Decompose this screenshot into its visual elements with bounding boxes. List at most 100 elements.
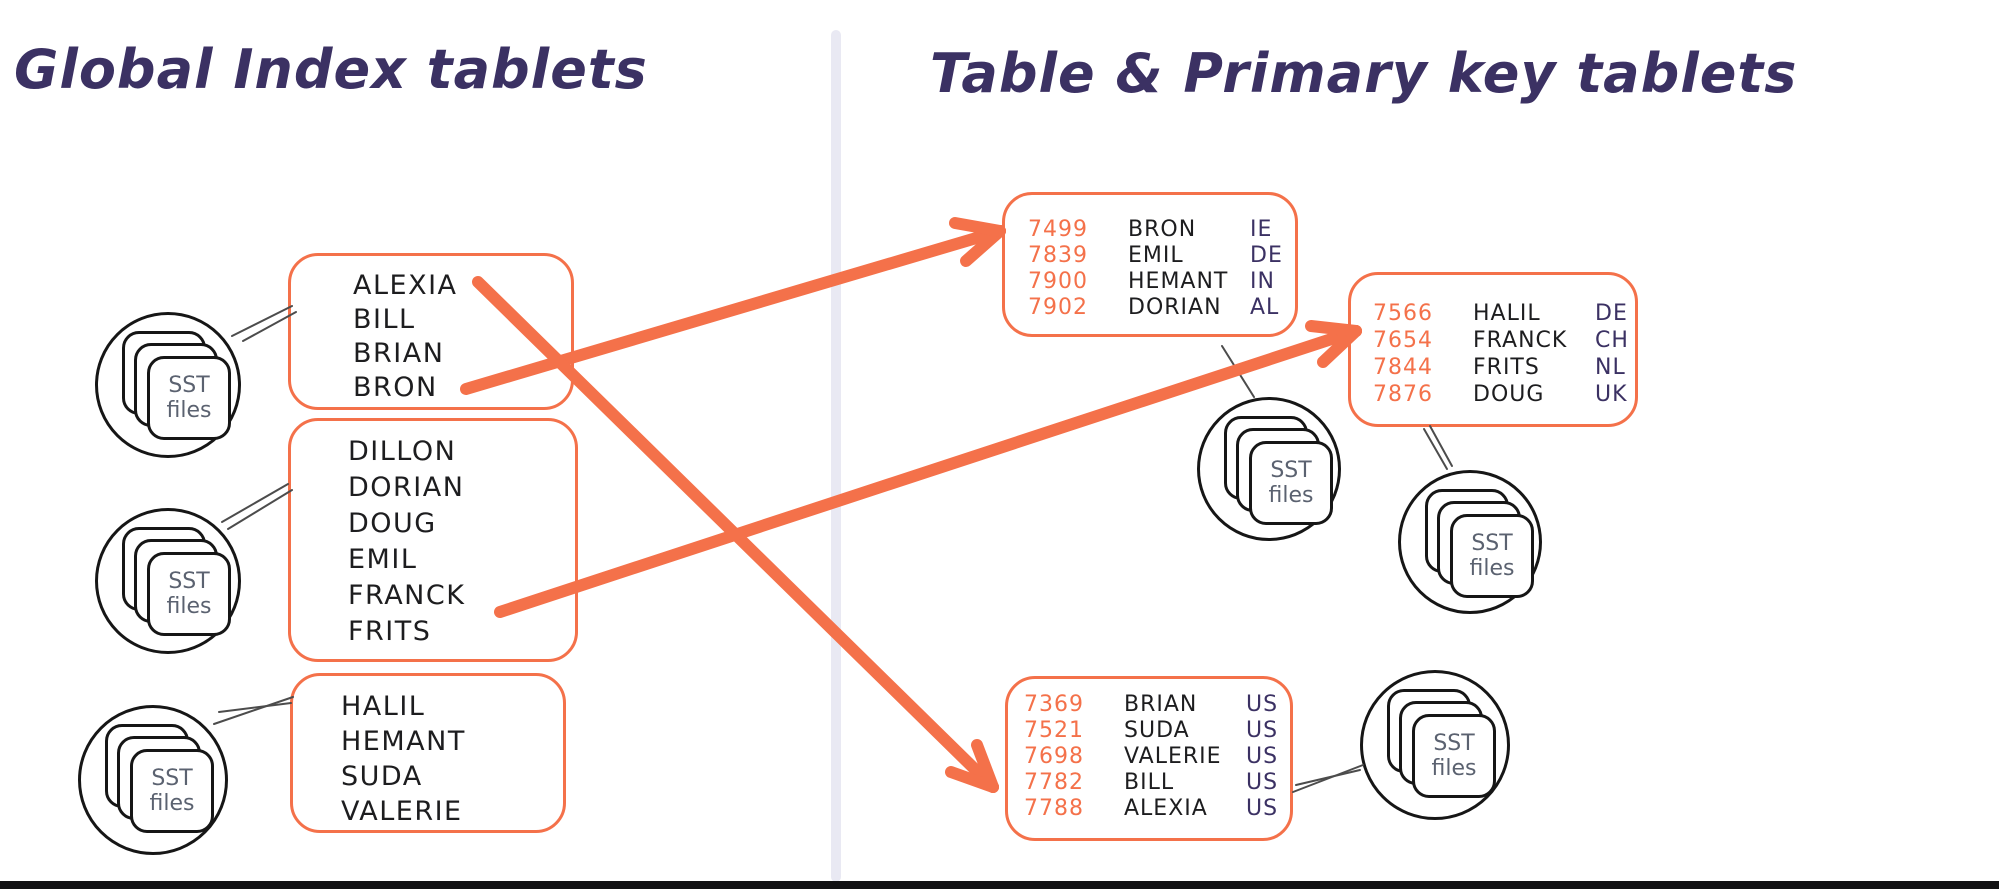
pk-id: 7900 [1028,269,1088,294]
index-key: ALEXIA [353,270,458,301]
sst-label: SST [168,373,210,398]
pk-id: 7369 [1024,692,1084,717]
index-key: DOUG [348,508,437,539]
pk-name: VALERIE [1124,744,1222,769]
pk-id: 7876 [1373,382,1433,407]
pk-row: 7839 EMIL DE [1028,243,1295,269]
connector-line [227,489,293,530]
sst-files-icon: SST files [1360,670,1510,820]
pk-row: 7499 BRON IE [1028,217,1295,243]
pk-name: EMIL [1128,243,1184,268]
index-key: BRON [353,372,438,403]
pk-name: ALEXIA [1124,796,1208,821]
index-key: DILLON [348,436,457,467]
pk-name: BRON [1128,217,1197,242]
sst-files-icon: SST files [95,312,241,458]
pk-country: NL [1595,355,1626,380]
connector-line [1221,345,1255,398]
files-label: files [1469,556,1515,581]
file-card-front: SST files [130,749,214,833]
index-key: HALIL [341,691,426,722]
sst-files-icon: SST files [1197,397,1341,541]
pk-name: SUDA [1124,718,1190,743]
files-label: files [166,594,212,619]
pk-country: US [1246,718,1279,743]
index-key: SUDA [341,761,423,792]
sst-files-icon: SST files [95,508,241,654]
left-section-title: Global Index tablets [14,38,648,101]
pk-row: 7654 FRANCK CH [1373,327,1635,354]
pk-country: IE [1250,217,1273,242]
pk-id: 7521 [1024,718,1084,743]
index-key: FRANCK [348,580,466,611]
pk-country: US [1246,770,1279,795]
pk-name: BRIAN [1124,692,1198,717]
pk-name: DORIAN [1128,295,1222,320]
index-key: EMIL [348,544,418,575]
file-card-front: SST files [147,552,231,636]
right-section-title: Table & Primary key tablets [930,42,1798,105]
index-key: BILL [353,304,416,335]
sst-label: SST [1270,458,1312,483]
files-label: files [149,791,195,816]
connector-line [1423,428,1448,470]
pk-id: 7654 [1373,328,1433,353]
file-card-front: SST files [147,356,231,440]
pk-country: CH [1595,328,1629,353]
index-key: DORIAN [348,472,465,503]
sst-files-icon: SST files [1398,470,1542,614]
pk-name: DOUG [1473,382,1545,407]
pk-country: DE [1250,243,1283,268]
connector-line [231,305,293,337]
pk-id: 7839 [1028,243,1088,268]
primary-key-tablet-1: 7499 BRON IE 7839 EMIL DE 7900 HEMANT IN 7902 DORI… [1002,192,1298,337]
sst-label: SST [1471,531,1513,556]
pk-row: 7782 BILL US [1024,770,1290,796]
section-divider [831,30,841,882]
pk-id: 7902 [1028,295,1088,320]
pk-name: HEMANT [1128,269,1229,294]
arrowhead-barb [945,766,999,793]
connector-line [1295,769,1361,786]
file-card-front: SST files [1412,714,1496,798]
index-key: BRIAN [353,338,445,369]
pk-country: US [1246,796,1279,821]
connector-line [218,702,292,713]
connector-line [1292,764,1364,793]
file-card-front: SST files [1450,514,1534,598]
sst-label: SST [1433,731,1475,756]
connector-line [213,696,294,725]
sst-label: SST [151,766,193,791]
index-key: VALERIE [341,796,463,827]
sst-label: SST [168,569,210,594]
pk-name: HALIL [1473,301,1541,326]
arrowhead-barb [971,739,999,793]
pk-id: 7499 [1028,217,1088,242]
connector-line [221,483,289,523]
pk-row: 7521 SUDA US [1024,718,1290,744]
pk-name: FRANCK [1473,328,1568,353]
bottom-edge-bar [0,881,1999,889]
pk-name: BILL [1124,770,1175,795]
files-label: files [1431,756,1477,781]
pk-country: US [1246,692,1279,717]
connector-line [1429,425,1453,467]
files-label: files [1268,483,1314,508]
pk-country: US [1246,744,1279,769]
sst-files-icon: SST files [78,705,228,855]
files-label: files [166,398,212,423]
pk-id: 7782 [1024,770,1084,795]
pk-country: AL [1250,295,1280,320]
pk-country: IN [1250,269,1275,294]
